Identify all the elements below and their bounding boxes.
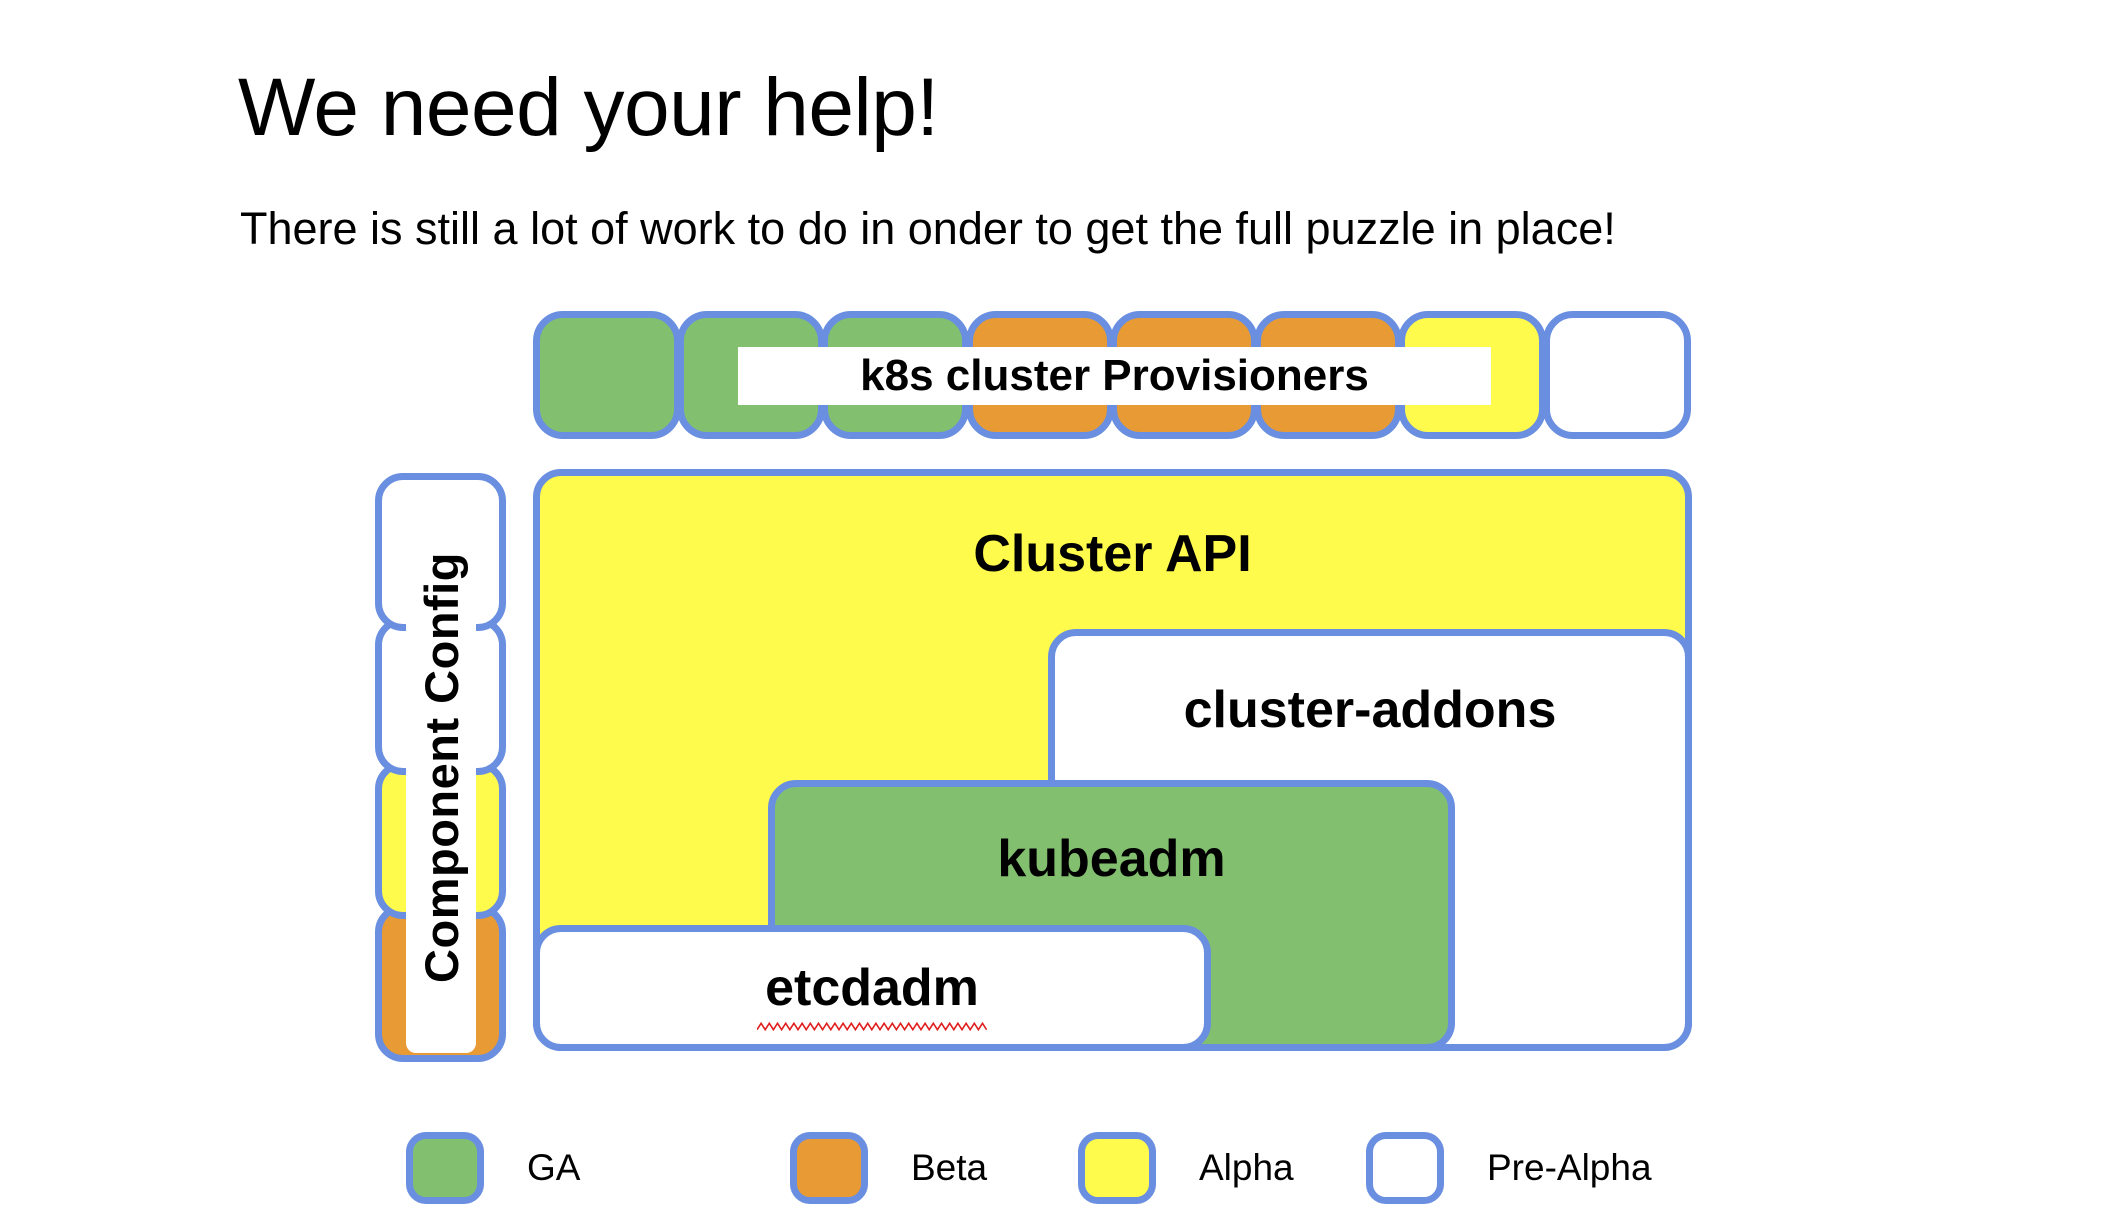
legend: GA Beta Alpha Pre-Alpha [406,1129,1726,1207]
provisioners-row: k8s cluster Provisioners [533,311,1693,439]
provisioner-tile-8[interactable] [1543,311,1691,439]
spellcheck-squiggle-icon [757,1022,987,1031]
provisioner-tile-1[interactable] [533,311,681,439]
box-cluster-addons-label: cluster-addons [1183,681,1557,739]
page-title: We need your help! [238,61,939,153]
legend-label: Pre-Alpha [1487,1147,1652,1188]
legend-item-ga: GA [406,1129,580,1207]
box-kubeadm-label: kubeadm [997,830,1226,888]
legend-swatch-beta [790,1132,868,1204]
component-config-label-text: Component Config [414,551,468,983]
box-cluster-api-label: Cluster API [973,525,1252,583]
legend-swatch-alpha [1078,1132,1156,1204]
page-subtitle: There is still a lot of work to do in on… [240,203,1616,254]
box-etcdadm[interactable]: etcdadm [533,925,1211,1051]
provisioners-label: k8s cluster Provisioners [738,347,1491,405]
component-config-label: Component Config [406,481,476,1053]
legend-label: Alpha [1199,1147,1294,1188]
legend-item-beta: Beta [790,1129,987,1207]
box-etcdadm-label: etcdadm [765,959,979,1017]
legend-swatch-pre-alpha [1366,1132,1444,1204]
legend-label: Beta [911,1147,988,1188]
legend-item-alpha: Alpha [1078,1129,1294,1207]
legend-label: GA [527,1147,581,1188]
component-config-column: Component Config [375,473,506,1062]
legend-item-pre-alpha: Pre-Alpha [1366,1129,1652,1207]
legend-swatch-ga [406,1132,484,1204]
